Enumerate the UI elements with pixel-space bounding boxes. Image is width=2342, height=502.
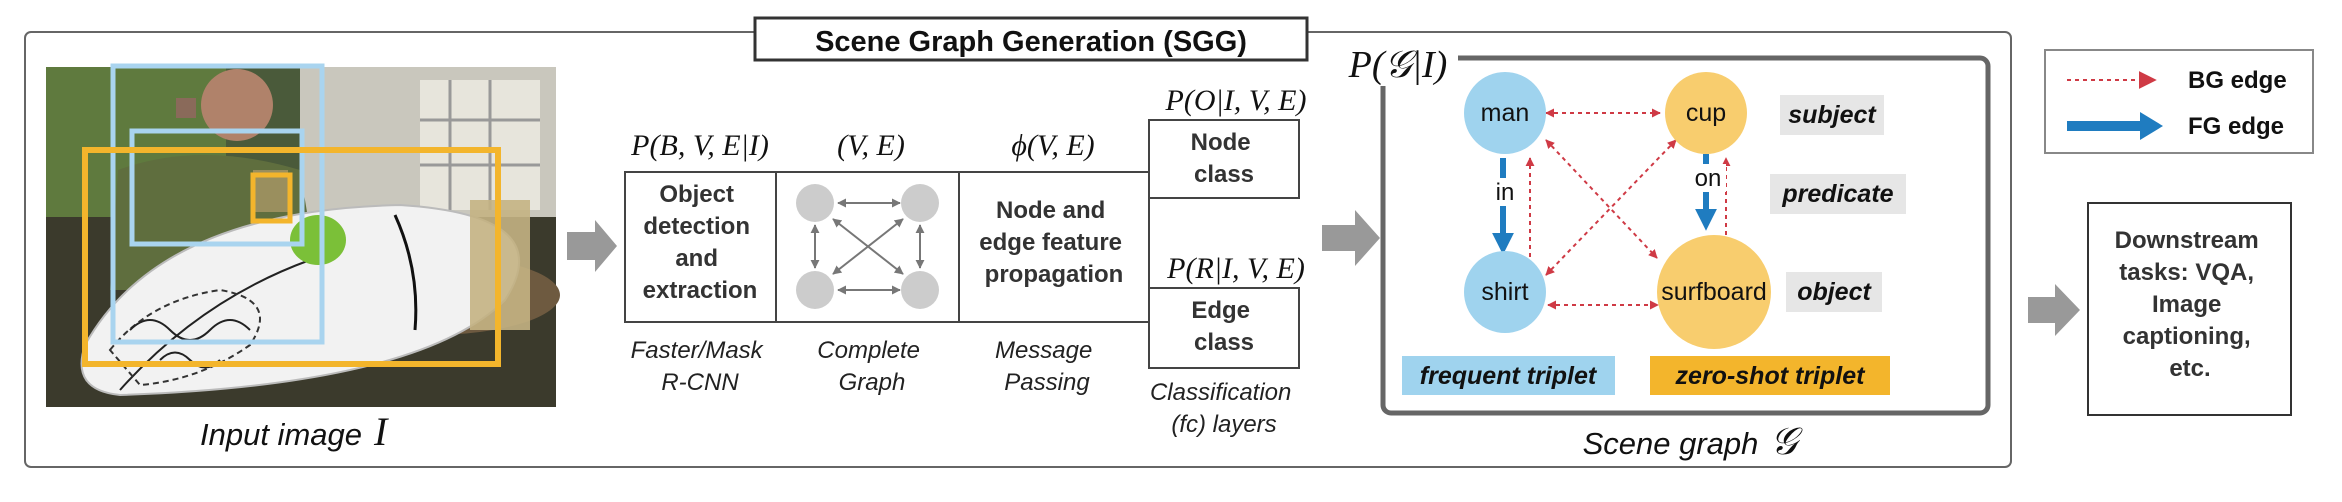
propagation-caption: Message Passing xyxy=(995,337,1099,396)
edge-class-box xyxy=(1148,287,1300,369)
node-man xyxy=(1464,72,1546,154)
math-phi: ϕ(V, E) xyxy=(1011,129,1094,162)
edge-legend xyxy=(2044,49,2314,154)
node-surfboard xyxy=(1657,235,1771,349)
detection-label: Object detection and extraction xyxy=(643,181,758,304)
math-pr: P(R|I, V, E) xyxy=(1166,252,1305,285)
role-predicate: predicate xyxy=(1781,180,1893,208)
detection-box xyxy=(624,171,777,323)
flow-arrow-1 xyxy=(567,220,617,272)
bbox-shirt xyxy=(129,128,305,247)
edge-label-on: on xyxy=(1695,165,1722,192)
propagation-box xyxy=(958,171,1150,323)
node-man-label: man xyxy=(1481,99,1530,127)
flow-arrow-2 xyxy=(1322,210,1380,266)
downstream-label: Downstream tasks: VQA, Image captioning,… xyxy=(2115,227,2266,382)
zero-shot-triplet-label: zero-shot triplet xyxy=(1675,362,1867,390)
flow-arrow-3 xyxy=(2028,284,2080,336)
node-surfboard-label: surfboard xyxy=(1661,278,1767,306)
downstream-box xyxy=(2087,202,2292,416)
pg-label-bg xyxy=(1338,40,1458,86)
classification-caption: Classification (fc) layers xyxy=(1150,379,1298,438)
math-po: P(O|I, V, E) xyxy=(1165,84,1307,117)
node-class-box xyxy=(1148,119,1300,199)
frequent-triplet-label: frequent triplet xyxy=(1420,362,1598,390)
math-ve: (V, E) xyxy=(837,129,905,162)
role-object: object xyxy=(1797,278,1872,306)
role-predicate-bg xyxy=(1770,174,1906,214)
legend-fg-label: FG edge xyxy=(2188,113,2284,140)
propagation-label: Node and edge feature propagation xyxy=(979,197,1128,288)
complete-graph xyxy=(796,184,939,309)
node-cup xyxy=(1665,72,1747,154)
node-class-label: Node class xyxy=(1191,129,1258,188)
sgg-title-box xyxy=(753,16,1309,62)
edge-label-in: in xyxy=(1496,179,1515,206)
bbox-man xyxy=(110,63,325,345)
edge-class-label: Edge class xyxy=(1191,297,1256,356)
role-subject-bg xyxy=(1780,95,1884,135)
sgg-title: Scene Graph Generation (SGG) xyxy=(815,26,1247,58)
node-cup-label: cup xyxy=(1686,99,1726,127)
detection-caption: Faster/Mask R-CNN xyxy=(631,337,770,396)
math-pbve: P(B, V, E|I) xyxy=(630,129,769,162)
frequent-triplet-badge xyxy=(1402,356,1615,395)
bbox-surfboard xyxy=(82,147,501,367)
bbox-cup xyxy=(250,172,293,224)
math-pg: P(𝒢|I) xyxy=(1348,44,1448,86)
role-object-bg xyxy=(1786,272,1882,312)
graph-caption: Complete Graph xyxy=(817,337,926,396)
legend-bg-label: BG edge xyxy=(2188,67,2287,94)
zero-shot-triplet-badge xyxy=(1650,356,1890,395)
node-shirt-label: shirt xyxy=(1481,278,1528,306)
scene-graph-frame xyxy=(1380,55,1991,416)
legend-fg-edge-icon xyxy=(2067,112,2163,140)
node-shirt xyxy=(1464,251,1546,333)
role-subject: subject xyxy=(1788,101,1877,129)
